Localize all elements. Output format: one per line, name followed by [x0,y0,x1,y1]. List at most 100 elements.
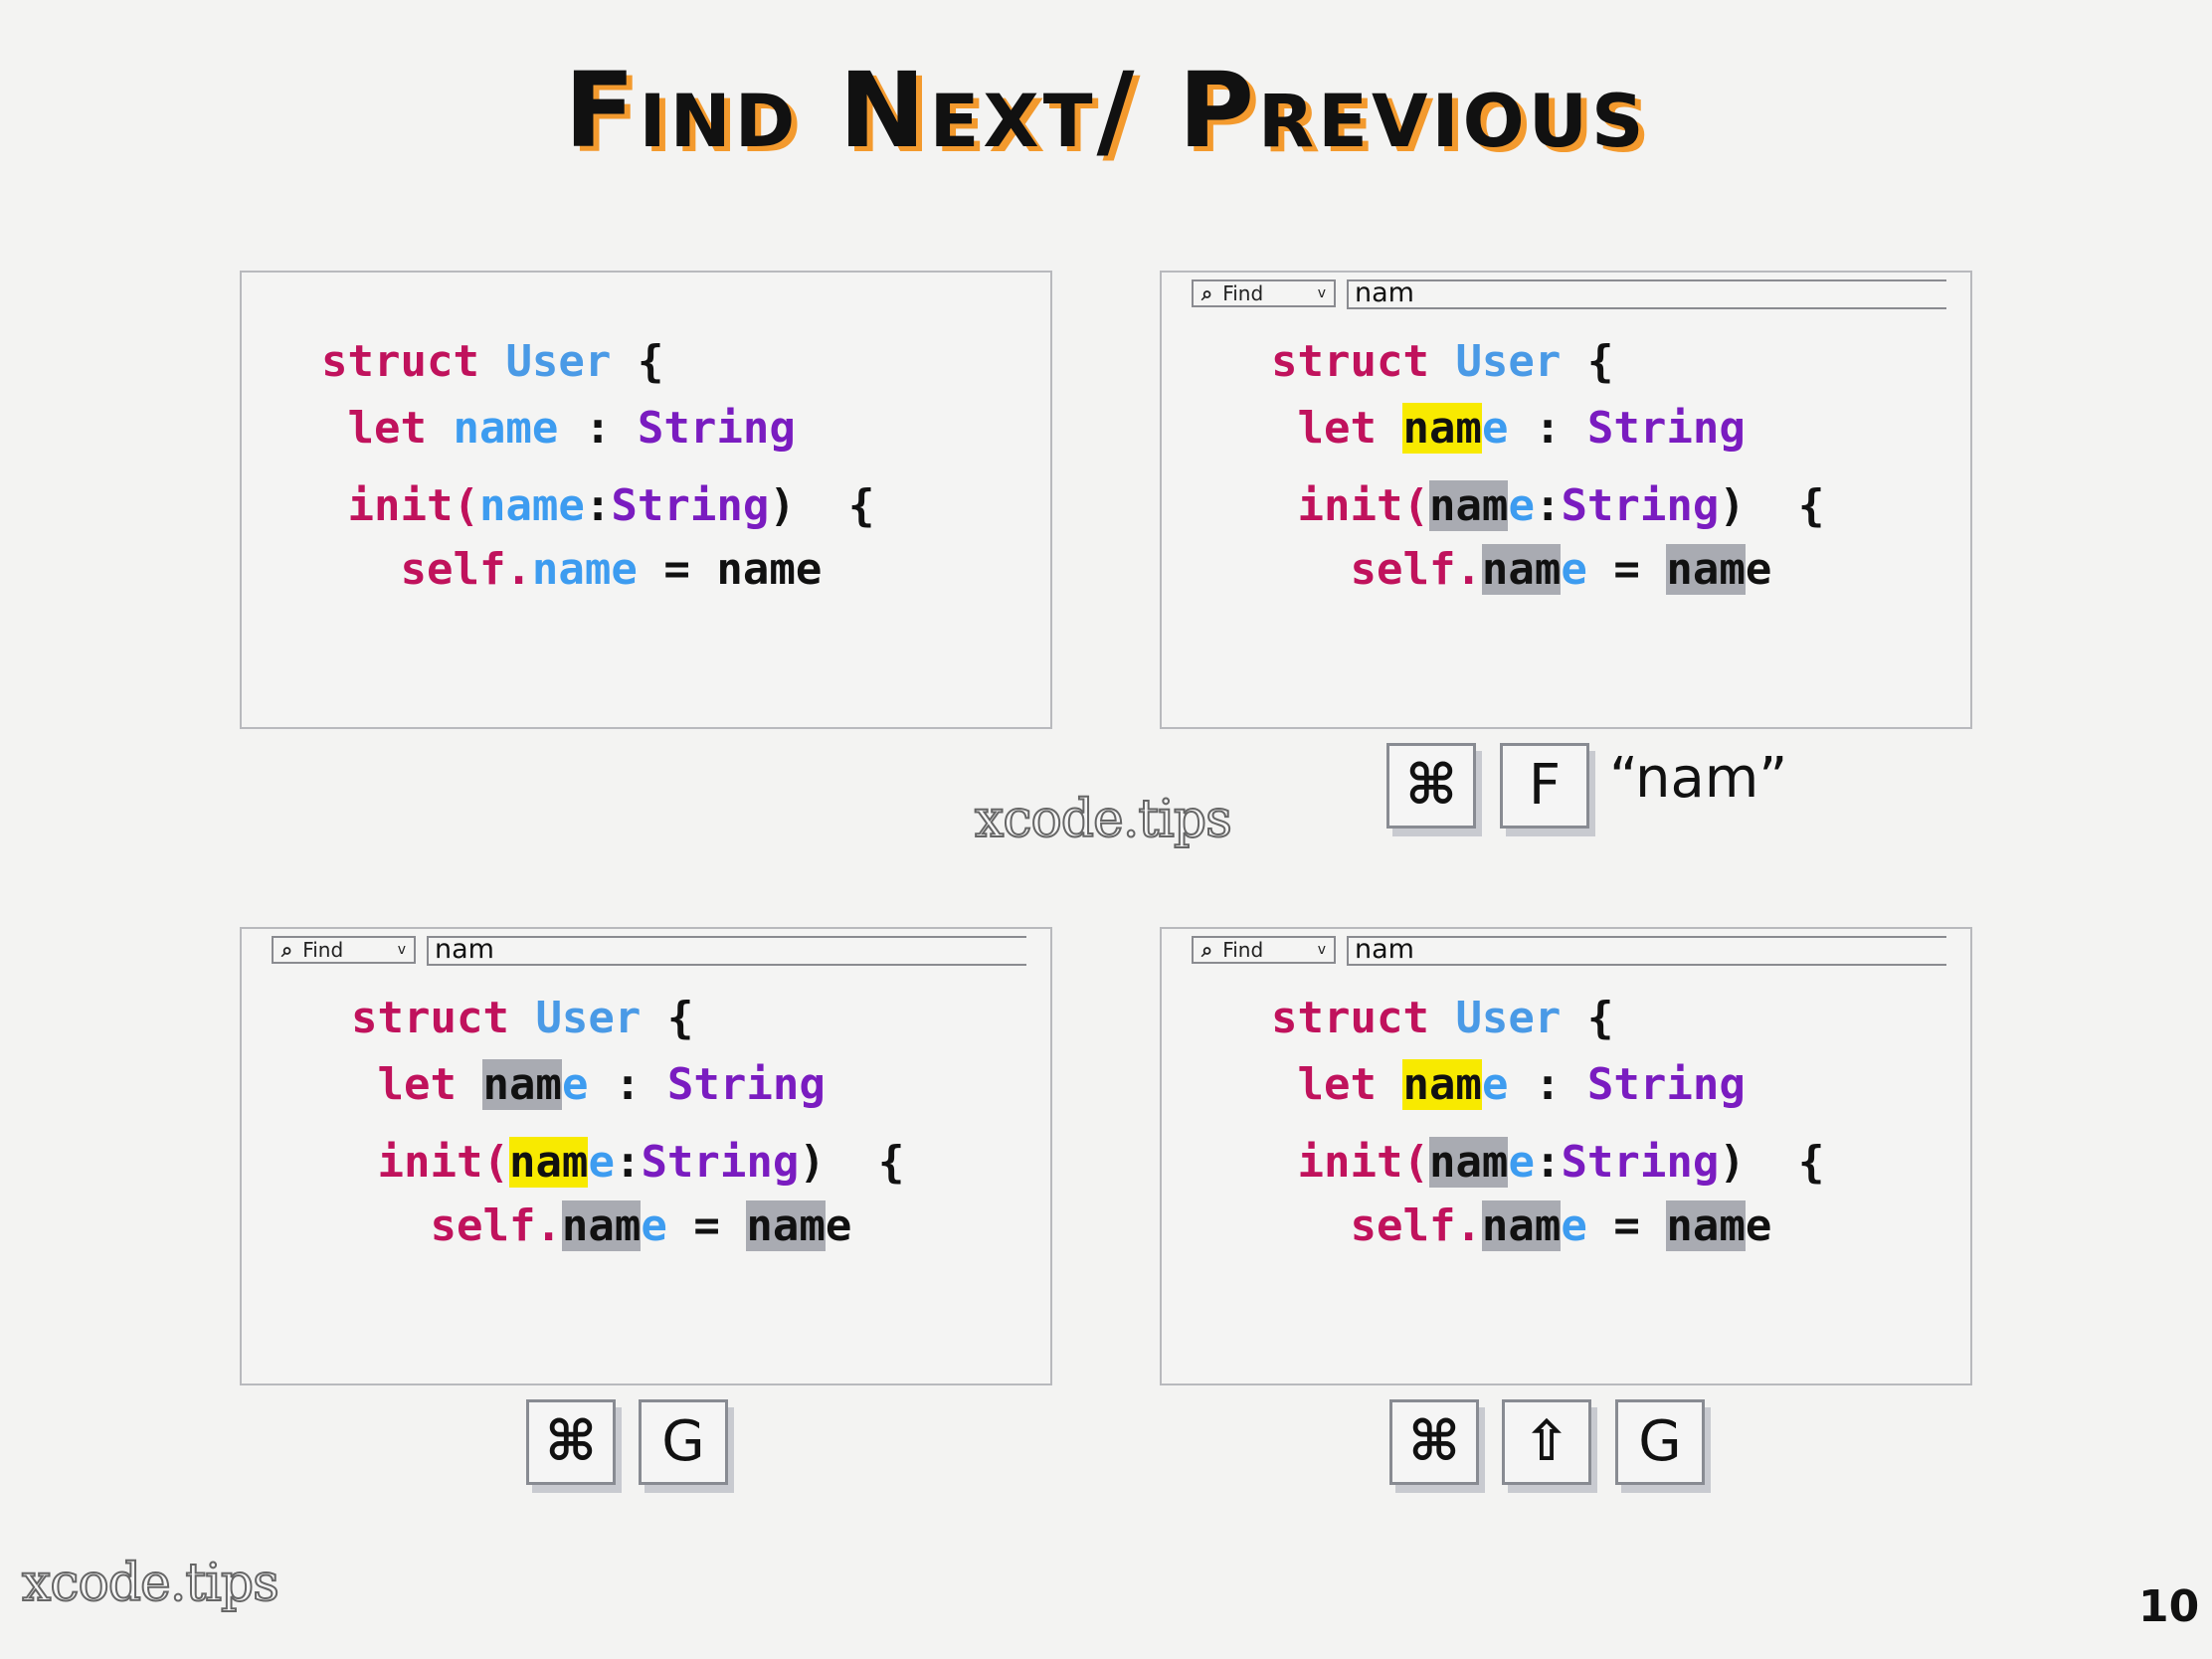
search-icon: ⌕ [281,938,293,962]
code-token: init( [321,480,479,531]
code-token: String [1561,1137,1720,1188]
code-token: ) { [769,480,875,531]
code-token: : [1534,480,1562,531]
code-token: e [641,1200,667,1251]
code-token: { [1561,336,1614,387]
code-token: self. [1271,544,1482,595]
code-token: e [1508,1137,1535,1188]
code-token: e [1745,1200,1772,1251]
page-number: 10 [2138,1581,2200,1632]
other-match: nam [1666,1200,1746,1251]
g-key: G [1615,1399,1705,1485]
code-line: struct User { [1271,334,1613,390]
code-token: = [1586,1200,1667,1251]
find-mode-label: Find [302,938,344,962]
other-match: nam [746,1200,826,1251]
find-input[interactable]: nam [1347,279,1946,309]
code-token: name [478,480,585,531]
code-line: let name : String [321,401,796,457]
other-match: nam [1428,480,1509,531]
command-key: ⌘ [1386,743,1476,829]
code-token: { [1561,993,1614,1043]
code-token: String [1586,1059,1746,1110]
code-token: struct [351,993,536,1043]
corner-logo: xcode.tips [21,1553,280,1614]
code-token: User [535,993,642,1043]
code-token: User [1455,336,1562,387]
code-token: e [588,1137,615,1188]
current-match: nam [1402,1059,1482,1110]
find-input[interactable]: nam [427,936,1026,966]
find-mode-dropdown[interactable]: ⌕ Find v [1192,279,1336,307]
code-line: struct User { [321,334,663,390]
code-token: let [1271,1059,1403,1110]
code-token: init( [1271,480,1429,531]
code-token: = name [637,544,823,595]
code-token: User [505,336,612,387]
search-icon: ⌕ [1201,938,1213,962]
code-token: name [531,544,638,595]
code-token: : [1534,1137,1562,1188]
search-icon: ⌕ [1201,281,1213,305]
code-token: = [666,1200,747,1251]
code-token: : [1508,403,1587,454]
other-match: nam [1481,1200,1562,1251]
find-input[interactable]: nam [1347,936,1946,966]
code-token: String [1561,480,1720,531]
code-token: self. [321,544,532,595]
code-token: let [351,1059,483,1110]
code-panel-original: struct User { let name : String init(nam… [240,271,1052,729]
current-match: nam [1402,403,1482,454]
code-token: String [611,480,770,531]
other-match: nam [561,1200,642,1251]
code-token: : [1508,1059,1587,1110]
command-key: ⌘ [526,1399,616,1485]
code-token: let [321,403,454,454]
find-mode-label: Find [1222,281,1264,305]
code-line: init(name:String) { [321,478,874,534]
code-token: self. [1271,1200,1482,1251]
code-token: { [641,993,694,1043]
f-key: F [1500,743,1589,829]
chevron-down-icon: v [1317,285,1326,301]
code-token: = [1586,544,1667,595]
code-line: struct User { [1271,991,1613,1046]
code-token: struct [321,336,506,387]
code-token: init( [1271,1137,1429,1188]
code-token: : [588,1059,667,1110]
code-token: name [453,403,559,454]
code-token: e [825,1200,852,1251]
code-token: ) { [1719,480,1825,531]
other-match: nam [1428,1137,1509,1188]
code-line: init(name:String) { [1271,1135,1824,1191]
code-line: let name : String [351,1057,826,1113]
current-match: nam [508,1137,589,1188]
code-token: e [1561,1200,1587,1251]
code-token: String [637,403,796,454]
code-token: e [1481,403,1509,454]
watermark-logo: xcode.tips [974,789,1233,850]
code-line: self.name = name [351,1198,851,1254]
code-token: ) { [799,1137,905,1188]
code-token: ) { [1719,1137,1825,1188]
code-token: e [1508,480,1535,531]
code-line: let name : String [1271,401,1746,457]
code-token: init( [351,1137,509,1188]
other-match: nam [482,1059,562,1110]
typed-query: “nam” [1609,746,1788,811]
code-token: User [1455,993,1562,1043]
code-token: { [611,336,664,387]
code-line: struct User { [351,991,693,1046]
code-token: : [584,480,612,531]
code-line: self.name = name [1271,1198,1771,1254]
code-line: self.name = name [1271,542,1771,598]
page-title: Find Next/ Previous [564,50,1648,171]
code-token: let [1271,403,1403,454]
